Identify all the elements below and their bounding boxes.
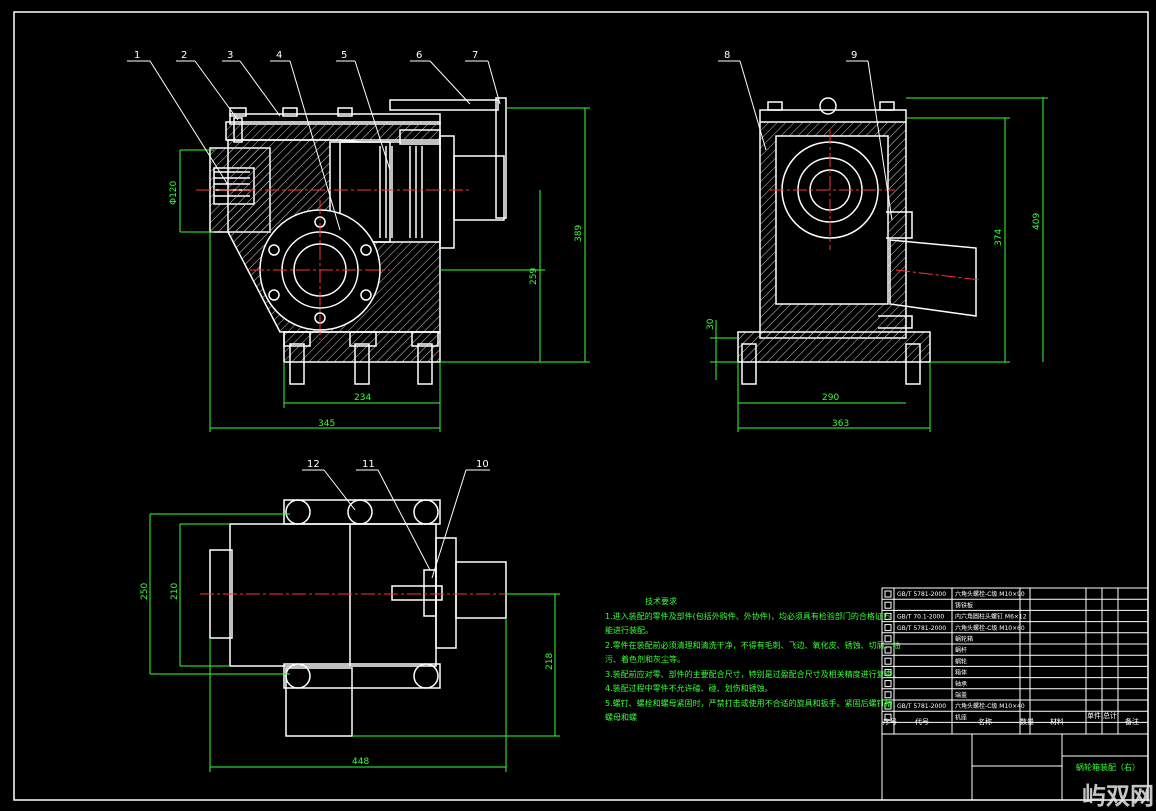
balloon-labels: 1 2 3 4 5 6 7 8 9 10 11 12 bbox=[134, 50, 857, 470]
leader-lines bbox=[127, 60, 893, 579]
hdr-qty: 数量 bbox=[1020, 717, 1034, 726]
dim-218: 218 bbox=[545, 653, 555, 670]
part-name: 箱体 bbox=[955, 669, 967, 677]
balloon-1: 1 bbox=[134, 50, 140, 61]
technical-requirements: 技术要求 1.进入装配的零件及部件(包括外购件、外协件)，均必须具有检验部门的合… bbox=[605, 595, 901, 726]
top-dimensions bbox=[149, 513, 560, 772]
balloon-9: 9 bbox=[851, 50, 857, 61]
note-line: 能进行装配。 bbox=[605, 626, 653, 635]
row-index-box bbox=[884, 702, 892, 710]
note-line: 3.装配前应对零、部件的主要配合尺寸，特别是过盈配合尺寸及相关精度进行复查。 bbox=[605, 669, 901, 679]
watermark-logo: 屿双网 bbox=[1082, 782, 1154, 810]
part-name: 六角头螺栓-C级 M10×40 bbox=[955, 702, 1025, 710]
row-index-box bbox=[884, 713, 892, 721]
front-dimensions bbox=[179, 107, 590, 432]
top-view bbox=[209, 499, 507, 737]
part-name: 端盖 bbox=[955, 691, 967, 699]
balloon-7: 7 bbox=[472, 50, 478, 61]
balloon-3: 3 bbox=[227, 50, 233, 61]
notes-title: 技术要求 bbox=[645, 597, 677, 606]
part-name: 轴承 bbox=[955, 680, 967, 688]
part-code: GB/T 5781-2000 bbox=[897, 703, 946, 710]
note-line: 2.零件在装配前必须清理和清洗干净，不得有毛刺、飞边、氧化皮、锈蚀、切屑、油 bbox=[605, 640, 901, 650]
row-index-box bbox=[884, 646, 892, 654]
dim-448: 448 bbox=[352, 757, 369, 767]
note-line: 污、着色剂和灰尘等。 bbox=[605, 655, 685, 664]
part-name: 六角头螺栓-C级 M10×90 bbox=[955, 590, 1025, 598]
hdr-total: 总计 bbox=[1103, 711, 1117, 720]
dim-234: 234 bbox=[354, 393, 371, 403]
sheet-border bbox=[13, 11, 1149, 801]
row-index-box bbox=[884, 657, 892, 665]
dim-210: 210 bbox=[170, 583, 180, 600]
note-line: 5.螺钉、螺栓和螺母紧固时，严禁打击或使用不合适的旋具和扳手。紧固后螺钉槽、 bbox=[605, 698, 901, 708]
dimension-texts: 234 345 Φ120 259 389 290 363 30 374 409 … bbox=[140, 180, 1042, 767]
dim-250: 250 bbox=[140, 583, 150, 600]
row-index-box bbox=[884, 612, 892, 620]
row-index-box bbox=[884, 601, 892, 609]
balloon-5: 5 bbox=[341, 50, 347, 61]
balloon-8: 8 bbox=[724, 50, 730, 61]
side-centerlines bbox=[770, 130, 981, 281]
part-name: 蜗轮 bbox=[955, 657, 967, 665]
front-view bbox=[209, 97, 507, 385]
dim-bore: Φ120 bbox=[169, 180, 179, 205]
hdr-unit: 单件 bbox=[1087, 711, 1101, 720]
hdr-code: 代号 bbox=[915, 717, 929, 726]
balloon-6: 6 bbox=[416, 50, 422, 61]
row-index-box bbox=[884, 635, 892, 643]
balloon-12: 12 bbox=[307, 459, 320, 470]
side-dimensions bbox=[710, 97, 1048, 432]
dim-345: 345 bbox=[318, 419, 335, 429]
part-name: 蜗轮箱 bbox=[955, 635, 973, 643]
part-code: GB/T 5781-2000 bbox=[897, 625, 946, 632]
hdr-material: 材料 bbox=[1050, 717, 1064, 726]
part-name: 六角头螺栓-C级 M10×60 bbox=[955, 624, 1025, 632]
note-line: 1.进入装配的零件及部件(包括外购件、外协件)，均必须具有检验部门的合格证方 bbox=[605, 611, 891, 621]
part-name: 铸铁板 bbox=[955, 601, 973, 609]
front-centerlines bbox=[196, 189, 470, 340]
dim-389: 389 bbox=[574, 225, 584, 242]
dim-259: 259 bbox=[529, 268, 539, 285]
note-line: 螺母和螺 bbox=[605, 713, 637, 722]
dim-374: 374 bbox=[994, 229, 1004, 246]
hdr-name: 名称 bbox=[978, 717, 992, 726]
row-index-box bbox=[884, 624, 892, 632]
row-index-box bbox=[884, 680, 892, 688]
row-index-box bbox=[884, 691, 892, 699]
part-name: 内六角圆柱头螺钉 M6×12 bbox=[955, 613, 1027, 621]
note-line: 4.装配过程中零件不允许磕、碰、划伤和锈蚀。 bbox=[605, 684, 773, 693]
dim-30: 30 bbox=[706, 318, 716, 330]
dim-363: 363 bbox=[832, 419, 849, 429]
balloon-4: 4 bbox=[276, 50, 282, 61]
dim-409: 409 bbox=[1032, 213, 1042, 230]
drawing-title: 蜗轮箱装配（右） bbox=[1076, 762, 1140, 772]
row-index-box bbox=[884, 668, 892, 676]
part-code: GB/T 5781-2000 bbox=[897, 591, 946, 598]
side-view bbox=[737, 97, 977, 385]
part-code: GB/T 70.1-2000 bbox=[897, 614, 944, 621]
row-index-box bbox=[884, 590, 892, 598]
part-name: 机座 bbox=[955, 713, 967, 721]
balloon-11: 11 bbox=[362, 459, 375, 470]
dim-290: 290 bbox=[822, 393, 839, 403]
balloon-10: 10 bbox=[476, 459, 489, 470]
balloon-2: 2 bbox=[181, 50, 187, 61]
title-block bbox=[881, 587, 1149, 801]
title-block-header: 序号 代号 名称 数量 材料 单件 总计 备注 bbox=[883, 711, 1139, 726]
hdr-seq: 序号 bbox=[883, 717, 897, 726]
part-name: 蜗杆 bbox=[955, 646, 967, 654]
hdr-remark: 备注 bbox=[1125, 717, 1139, 726]
